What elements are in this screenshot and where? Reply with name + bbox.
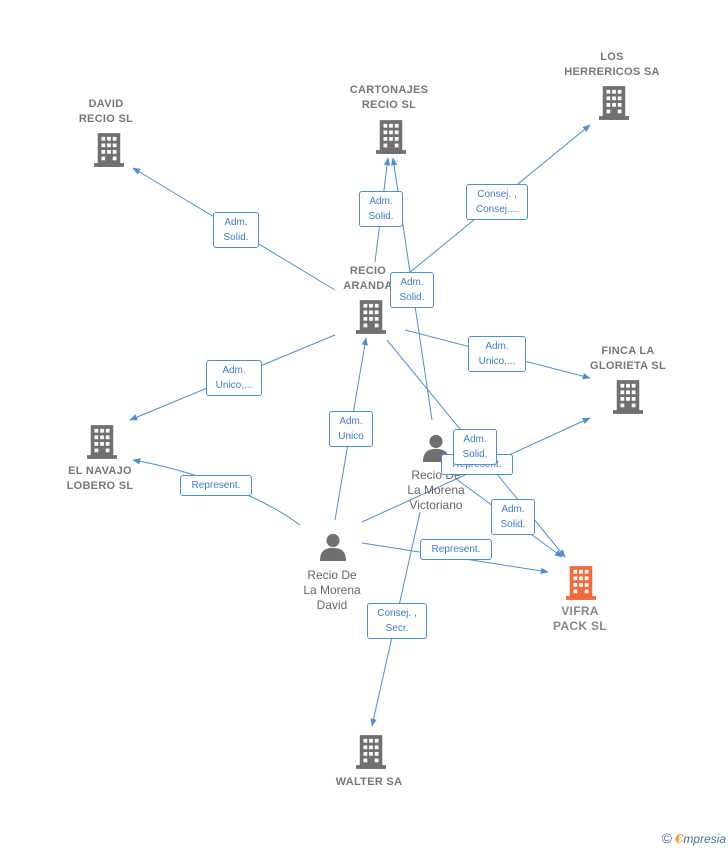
relation-label[interactable]: Adm. Solid. [491, 499, 535, 535]
copyright-icon: © [661, 830, 672, 846]
node-los-herrericos-sa[interactable]: LOS HERRERICOS SA [564, 51, 660, 78]
relation-label[interactable]: Represent. [180, 475, 252, 496]
building-icon [566, 566, 596, 600]
relation-label[interactable]: Adm. Unico,... [206, 360, 262, 396]
node-recio-de-la-morena-david[interactable]: Recio De La Morena David [303, 568, 361, 612]
building-icon [87, 425, 117, 459]
brand-logo-initial: € [674, 832, 684, 846]
building-icon [599, 86, 629, 120]
person-icon [319, 533, 347, 561]
building-icon [356, 300, 386, 334]
relation-label[interactable]: Adm. Solid. [453, 429, 497, 465]
relation-label[interactable]: Adm. Unico [329, 411, 373, 447]
relation-label[interactable]: Adm. Unico,... [468, 336, 526, 372]
building-icon [613, 380, 643, 414]
node-cartonajes-recio-sl[interactable]: CARTONAJES RECIO SL [349, 84, 429, 111]
node-finca-la-glorieta-sl[interactable]: FINCA LA GLORIETA SL [589, 345, 667, 372]
relation-label[interactable]: Adm. Solid. [359, 191, 403, 227]
brand-footer[interactable]: ©€mpresia [662, 830, 726, 846]
building-icon [376, 120, 406, 154]
node-recio-aranda[interactable]: RECIO ARANDA [343, 265, 393, 292]
building-icon [356, 735, 386, 769]
relation-label[interactable]: Consej. , Consej.... [466, 184, 528, 220]
brand-logo-text: mpresia [683, 832, 726, 846]
node-david-recio-sl[interactable]: DAVID RECIO SL [78, 98, 134, 125]
building-icon [94, 133, 124, 167]
node-walter-sa[interactable]: WALTER SA [335, 776, 403, 788]
relation-label[interactable]: Adm. Solid. [213, 212, 259, 248]
relation-label[interactable]: Represent. [420, 539, 492, 560]
relation-label[interactable]: Consej. , Secr. [367, 603, 427, 639]
node-el-navajo-lobero-sl[interactable]: EL NAVAJO LOBERO SL [66, 465, 134, 492]
node-vifra-pack-sl[interactable]: VIFRA PACK SL [553, 604, 607, 633]
node-recio-de-la-morena-victoriano[interactable]: Recio De La Morena Victoriano [407, 468, 465, 512]
relation-label[interactable]: Adm. Solid. [390, 272, 434, 308]
